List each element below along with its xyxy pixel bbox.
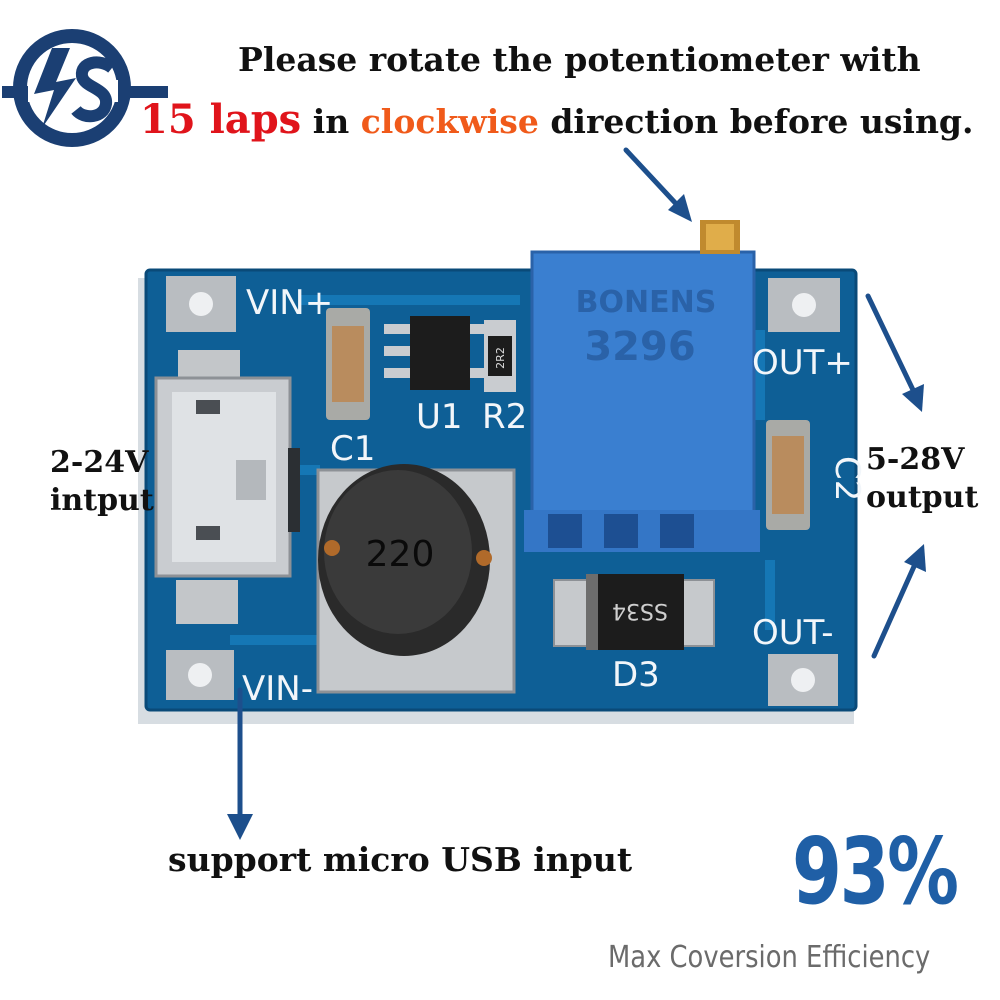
pot-brand: BONENS bbox=[576, 285, 717, 320]
arrow-to-usb-note bbox=[227, 687, 253, 840]
instruction-rest: direction before using. bbox=[538, 102, 974, 141]
laps-highlight: 15 laps bbox=[140, 96, 302, 143]
brand-logo bbox=[2, 29, 168, 147]
capacitor-c2 bbox=[766, 420, 810, 530]
capacitor-c1 bbox=[326, 308, 370, 420]
efficiency-caption: Max Coversion Efficiency bbox=[608, 940, 931, 975]
instruction-line-2: 15 laps in clockwise direction before us… bbox=[140, 96, 974, 143]
output-voltage-label: 5-28V output bbox=[866, 441, 978, 517]
silk-d3: D3 bbox=[612, 655, 660, 695]
instruction-line-1: Please rotate the potentiometer with bbox=[238, 40, 921, 79]
silk-out-plus: OUT+ bbox=[752, 343, 853, 383]
silk-r2: R2 bbox=[482, 397, 527, 437]
silk-out-minus: OUT- bbox=[752, 613, 834, 653]
silk-vin-plus: VIN+ bbox=[246, 283, 333, 323]
silk-c1: C1 bbox=[330, 429, 375, 469]
mounting-hole bbox=[166, 276, 236, 332]
arrow-to-output-plus bbox=[865, 293, 924, 412]
output-voltage-value: 5-28V bbox=[866, 442, 965, 477]
micro-usb-port bbox=[154, 376, 300, 578]
input-voltage-label: 2-24V intput bbox=[50, 444, 154, 520]
efficiency-value: 93% bbox=[792, 818, 959, 925]
input-voltage-value: 2-24V bbox=[50, 445, 149, 480]
silk-c2: C2 bbox=[827, 456, 867, 501]
silk-u1: U1 bbox=[416, 397, 463, 437]
output-word: output bbox=[866, 480, 979, 515]
mounting-hole bbox=[768, 654, 838, 706]
silk-vin-minus: VIN- bbox=[242, 669, 313, 709]
clockwise-highlight: clockwise bbox=[360, 102, 539, 141]
inductor-marking: 220 bbox=[366, 534, 435, 575]
input-word: intput bbox=[50, 483, 154, 518]
mounting-hole bbox=[768, 278, 840, 332]
resistor-r2: 2R2 bbox=[484, 320, 516, 392]
chip-u1 bbox=[384, 316, 496, 390]
diode-marking: SS34 bbox=[612, 598, 668, 623]
mounting-hole bbox=[166, 650, 234, 700]
arrow-from-output-minus bbox=[871, 544, 926, 659]
pot-model: 3296 bbox=[584, 324, 695, 370]
instruction-in: in bbox=[301, 102, 361, 141]
diode-d3: SS34 bbox=[553, 574, 715, 650]
arrow-to-screw bbox=[623, 147, 692, 222]
r2-marking: 2R2 bbox=[494, 347, 507, 369]
potentiometer-3296: BONENS 3296 bbox=[524, 220, 760, 552]
inductor-220: 220 bbox=[316, 464, 516, 694]
usb-note: support micro USB input bbox=[168, 840, 633, 879]
